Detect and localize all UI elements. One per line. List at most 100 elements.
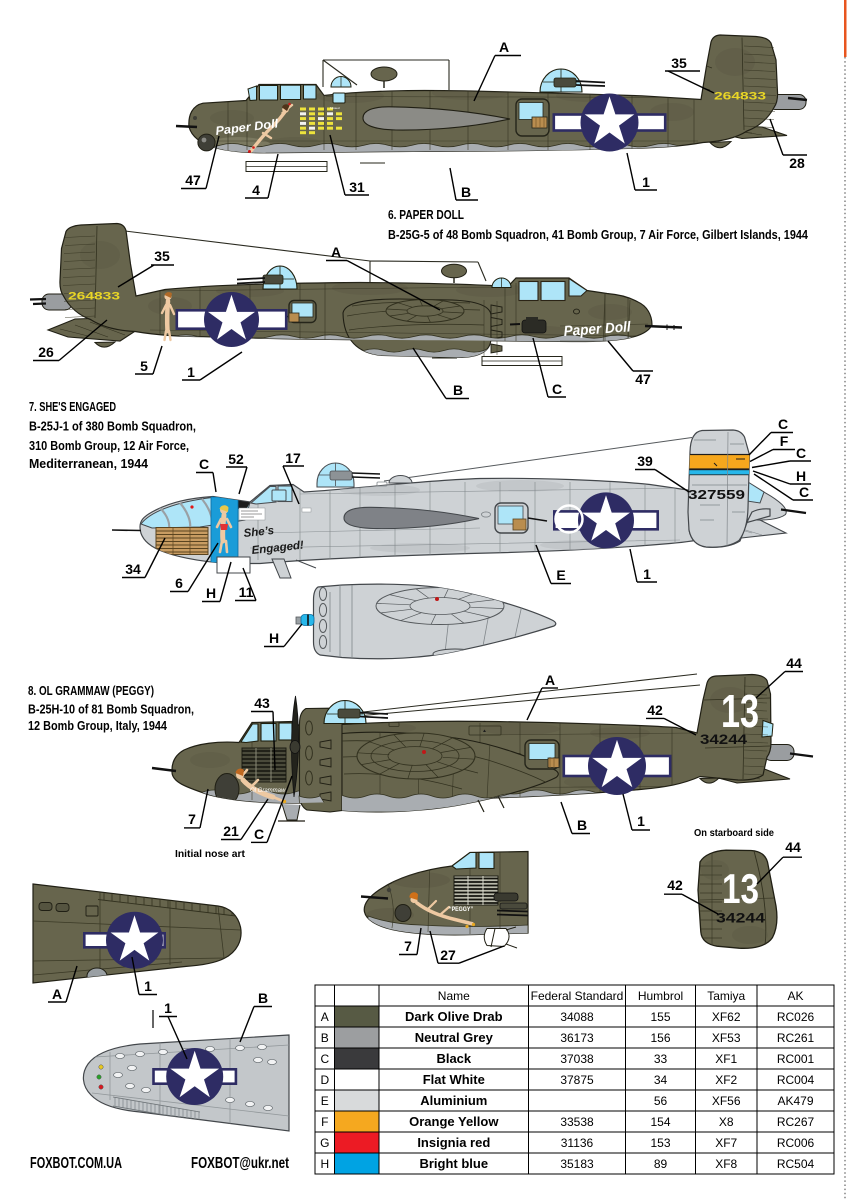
svg-text:RC261: RC261 bbox=[777, 1031, 815, 1045]
svg-text:FOXBOT@ukr.net: FOXBOT@ukr.net bbox=[191, 1155, 289, 1172]
svg-text:B: B bbox=[461, 184, 471, 200]
svg-text:1: 1 bbox=[187, 364, 195, 380]
svg-text:Mediterranean, 1944: Mediterranean, 1944 bbox=[29, 457, 148, 471]
svg-text:35: 35 bbox=[671, 55, 687, 71]
svg-text:56: 56 bbox=[654, 1094, 668, 1108]
svg-text:C: C bbox=[778, 416, 788, 432]
svg-text:28: 28 bbox=[789, 155, 805, 171]
svg-text:A: A bbox=[321, 1010, 329, 1024]
svg-text:B-25H-10 of 81 Bomb Squadron,: B-25H-10 of 81 Bomb Squadron, bbox=[28, 703, 194, 717]
svg-text:D: D bbox=[320, 1073, 329, 1087]
svg-text:G: G bbox=[320, 1136, 329, 1150]
svg-text:F: F bbox=[780, 433, 789, 449]
svg-text:Paper Doll: Paper Doll bbox=[563, 319, 632, 340]
svg-text:F: F bbox=[321, 1115, 328, 1129]
svg-text:RC504: RC504 bbox=[777, 1157, 815, 1171]
svg-text:A: A bbox=[331, 244, 341, 260]
svg-text:H: H bbox=[269, 630, 279, 646]
svg-text:264833: 264833 bbox=[714, 91, 766, 103]
svg-text:52: 52 bbox=[228, 451, 244, 467]
svg-text:27: 27 bbox=[440, 947, 456, 963]
svg-text:34244: 34244 bbox=[716, 911, 766, 926]
svg-text:37038: 37038 bbox=[560, 1052, 594, 1066]
svg-text:AK: AK bbox=[787, 989, 803, 1003]
svg-text:C: C bbox=[799, 484, 809, 500]
svg-text:B: B bbox=[577, 817, 587, 833]
svg-text:1: 1 bbox=[144, 978, 152, 994]
svg-text:13: 13 bbox=[722, 865, 759, 912]
svg-text:XF62: XF62 bbox=[712, 1010, 741, 1024]
svg-text:Humbrol: Humbrol bbox=[638, 989, 683, 1003]
svg-text:7. SHE'S ENGAGED: 7. SHE'S ENGAGED bbox=[29, 400, 116, 414]
svg-text:Initial nose art: Initial nose art bbox=[175, 849, 246, 860]
svg-text:Name: Name bbox=[438, 989, 470, 1003]
svg-text:31136: 31136 bbox=[561, 1136, 594, 1150]
svg-text:34088: 34088 bbox=[560, 1010, 594, 1024]
svg-text:310 Bomb Group, 12 Air Force,: 310 Bomb Group, 12 Air Force, bbox=[29, 439, 189, 453]
svg-text:1: 1 bbox=[643, 566, 651, 582]
svg-text:A: A bbox=[545, 672, 555, 688]
svg-text:47: 47 bbox=[185, 172, 201, 188]
svg-text:Flat White: Flat White bbox=[423, 1072, 485, 1087]
svg-text:A: A bbox=[499, 39, 509, 55]
svg-text:1: 1 bbox=[637, 813, 645, 829]
svg-text:Insignia red: Insignia red bbox=[417, 1135, 490, 1150]
svg-text:1: 1 bbox=[642, 174, 650, 190]
svg-text:13: 13 bbox=[721, 685, 759, 737]
svg-text:42: 42 bbox=[647, 702, 663, 718]
svg-text:C: C bbox=[199, 456, 209, 472]
svg-text:RC006: RC006 bbox=[777, 1136, 815, 1150]
svg-text:33: 33 bbox=[654, 1052, 668, 1066]
svg-text:12 Bomb Group, Italy, 1944: 12 Bomb Group, Italy, 1944 bbox=[28, 719, 167, 733]
svg-text:XF53: XF53 bbox=[712, 1031, 741, 1045]
svg-text:B-25J-1 of 380 Bomb Squadron,: B-25J-1 of 380 Bomb Squadron, bbox=[29, 420, 196, 434]
svg-text:She’s: She’s bbox=[243, 525, 275, 540]
svg-text:35183: 35183 bbox=[560, 1157, 594, 1171]
svg-text:Black: Black bbox=[436, 1051, 471, 1066]
svg-text:“PEGGY”: “PEGGY” bbox=[449, 907, 473, 913]
svg-text:On starboard side: On starboard side bbox=[694, 827, 774, 839]
svg-text:44: 44 bbox=[785, 839, 801, 855]
svg-text:Ol Grammaw: Ol Grammaw bbox=[250, 788, 286, 794]
svg-text:Federal Standard: Federal Standard bbox=[531, 989, 624, 1003]
svg-text:37875: 37875 bbox=[560, 1073, 594, 1087]
svg-text:Engaged!: Engaged! bbox=[251, 540, 305, 557]
svg-text:Bright blue: Bright blue bbox=[419, 1156, 488, 1171]
svg-text:XF7: XF7 bbox=[715, 1136, 737, 1150]
svg-text:155: 155 bbox=[650, 1010, 670, 1024]
svg-text:7: 7 bbox=[188, 811, 196, 827]
svg-text:34: 34 bbox=[125, 561, 141, 577]
svg-text:H: H bbox=[206, 585, 216, 601]
svg-text:RC026: RC026 bbox=[777, 1010, 815, 1024]
svg-text:327559: 327559 bbox=[688, 487, 745, 502]
svg-text:C: C bbox=[552, 381, 562, 397]
svg-text:6: 6 bbox=[175, 575, 183, 591]
svg-text:AK479: AK479 bbox=[777, 1094, 813, 1108]
svg-text:5: 5 bbox=[140, 358, 148, 374]
svg-text:44: 44 bbox=[786, 655, 802, 671]
svg-text:4: 4 bbox=[252, 182, 260, 198]
svg-text:89: 89 bbox=[654, 1157, 668, 1171]
svg-text:XF1: XF1 bbox=[715, 1052, 737, 1066]
svg-text:Missed: Missed bbox=[330, 106, 340, 110]
svg-text:26: 26 bbox=[38, 344, 54, 360]
svg-text:XF2: XF2 bbox=[715, 1073, 737, 1087]
svg-text:31: 31 bbox=[349, 179, 365, 195]
svg-text:154: 154 bbox=[650, 1115, 670, 1129]
svg-text:E: E bbox=[556, 567, 565, 583]
svg-text:B: B bbox=[321, 1031, 329, 1045]
svg-text:B: B bbox=[258, 990, 268, 1006]
svg-text:264833: 264833 bbox=[68, 291, 120, 303]
svg-text:Orange Yellow: Orange Yellow bbox=[409, 1114, 499, 1129]
svg-text:Tamiya: Tamiya bbox=[707, 989, 745, 1003]
svg-text:33538: 33538 bbox=[560, 1115, 594, 1129]
svg-text:6. PAPER DOLL: 6. PAPER DOLL bbox=[388, 208, 464, 222]
svg-text:C: C bbox=[320, 1052, 329, 1066]
svg-text:8. OL GRAMMAW (PEGGY): 8. OL GRAMMAW (PEGGY) bbox=[28, 684, 154, 698]
svg-text:36173: 36173 bbox=[560, 1031, 594, 1045]
svg-text:34: 34 bbox=[654, 1073, 668, 1087]
svg-text:E: E bbox=[321, 1094, 329, 1108]
svg-text:Neutral Grey: Neutral Grey bbox=[415, 1030, 494, 1045]
svg-text:17: 17 bbox=[285, 450, 301, 466]
svg-text:RC267: RC267 bbox=[777, 1115, 815, 1129]
